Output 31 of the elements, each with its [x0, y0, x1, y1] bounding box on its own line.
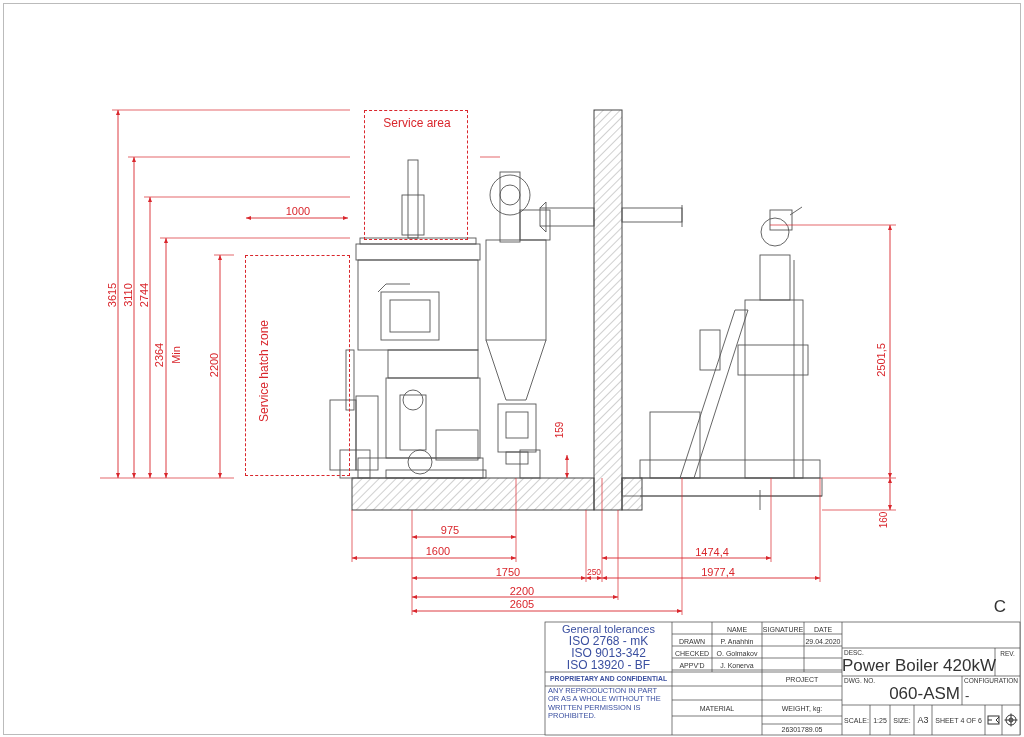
dimension-value: Min: [170, 346, 182, 364]
title-block-text: ISO 13920 - BF: [565, 659, 652, 671]
dimension-value: 1474,4: [694, 546, 730, 558]
dimension-value: 2364: [153, 342, 165, 368]
dimension-value: 1000: [284, 205, 312, 217]
dimension-value: 2605: [508, 599, 536, 610]
title-block-text: ISO 9013-342: [570, 647, 647, 659]
title-block-text: ISO 2768 - mK: [567, 635, 650, 647]
zone-label: Service area: [382, 117, 452, 130]
dashed-zone-outline: [364, 110, 468, 240]
dimension-value: 3110: [122, 283, 134, 307]
dimension-value: 1600: [424, 545, 452, 557]
dimension-value: 160: [879, 511, 889, 529]
zone-label: Service hatch zone: [258, 319, 270, 423]
title-block-text: Power Boiler 420kW: [844, 656, 994, 675]
dimension-value: 2744: [138, 282, 150, 308]
title-block-text: -: [965, 687, 971, 703]
title-block-text: 060-ASM: [888, 683, 960, 703]
dimension-value: 1977,4: [700, 566, 736, 578]
dimension-value: 159: [555, 421, 565, 439]
title-block-text: General tolerances: [561, 623, 656, 635]
dimension-value: 2200: [508, 585, 536, 597]
dimension-value: 1750: [494, 566, 522, 578]
dimension-value: 975: [439, 524, 461, 536]
dimension-value: 2200: [208, 352, 220, 378]
dimension-value: 3615: [106, 282, 118, 308]
title-block-text: A3: [916, 713, 930, 727]
dashed-zone-outline: [245, 255, 350, 476]
zone-letter: C: [992, 596, 1008, 616]
dimension-value: 2501,5: [875, 343, 887, 377]
dimension-value: 250: [587, 567, 601, 577]
